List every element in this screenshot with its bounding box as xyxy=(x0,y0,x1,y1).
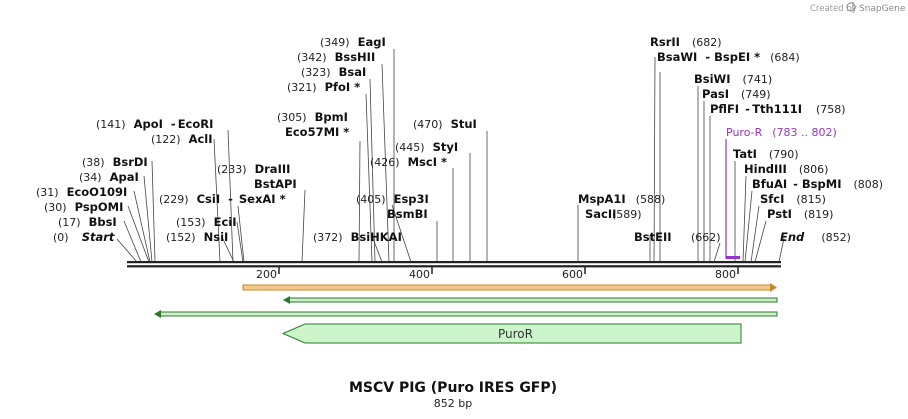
feature-orange-arrow xyxy=(242,283,777,292)
site-ecoo109i: (31)EcoO109I xyxy=(36,185,127,199)
puror-label: PuroR xyxy=(498,327,533,341)
leader-apai xyxy=(143,175,153,263)
leader-662 xyxy=(713,242,721,263)
site-bsmbi: BsmBI xyxy=(387,207,428,221)
start-label: (0) Start xyxy=(53,226,115,245)
site-bsai: (323)BsaI xyxy=(301,65,366,79)
leader-ecii xyxy=(236,221,244,263)
leader-sfci xyxy=(750,205,760,263)
site-sfci: SfcI(815) xyxy=(760,192,826,206)
site-styi: (445)StyI xyxy=(395,140,458,154)
site-bsawi-bspei: BsaWI-BspEI *(684) xyxy=(657,50,800,64)
site-bpmi: (305)BpmI xyxy=(277,110,348,124)
site-bsshii: (342)BssHII xyxy=(297,50,375,64)
site-bsrdi: (38)BsrDI xyxy=(82,155,148,169)
site-eagi: (349)EagI xyxy=(320,35,386,49)
site-bstapi: BstAPI xyxy=(254,177,297,191)
site-eco57mi: Eco57MI * xyxy=(285,125,349,139)
leader-bsshii xyxy=(381,63,390,263)
tick-label-600: 600 xyxy=(562,268,583,281)
primer-puro-r xyxy=(725,139,740,259)
site-sacii-pos: (589) xyxy=(612,208,642,221)
feature-green-arrow-2 xyxy=(154,310,778,318)
site-bfuai-bspmi: BfuAI-BspMI(808) xyxy=(752,177,883,191)
site-csii-sexai: (229)CsiI-SexAI * xyxy=(159,192,286,206)
leader-end xyxy=(778,237,785,263)
dna-backbone xyxy=(127,261,781,274)
leader-nsii xyxy=(221,236,235,263)
site-bsteii: BstEII xyxy=(634,230,672,244)
site-pasi: PasI(749) xyxy=(702,87,771,101)
site-tati: TatI(790) xyxy=(733,147,799,161)
site-bbsi: (17)BbsI xyxy=(58,215,117,229)
leader-eco109 xyxy=(133,190,151,263)
leader-hindiii xyxy=(742,175,747,263)
credit-prefix: Created by xyxy=(810,4,857,14)
leader-bsihkai xyxy=(371,235,383,263)
site-662: (662) xyxy=(691,231,721,244)
map-length: 852 bp xyxy=(434,397,472,410)
leader-esp3i xyxy=(391,204,412,263)
site-sacii: SacII xyxy=(585,207,616,221)
site-rsrii: RsrII(682) xyxy=(650,35,722,49)
leader-psp xyxy=(127,205,150,263)
site-ecii: (153)EciI xyxy=(176,215,237,229)
snapgene-logo-icon xyxy=(846,2,856,12)
end-label: End (852) xyxy=(780,226,851,245)
site-msci: (426)MscI * xyxy=(370,155,447,169)
leader-acli xyxy=(213,138,221,263)
leader-start xyxy=(116,238,138,263)
site-bsihkai: (372)BsiHKAI xyxy=(313,230,402,244)
leader-rsrii xyxy=(653,56,656,263)
leader-psti xyxy=(754,220,767,263)
leader-apoi xyxy=(227,129,234,263)
tick-label-200: 200 xyxy=(256,268,277,281)
site-draiii: (233)DraIII xyxy=(217,162,290,176)
feature-green-arrow-1 xyxy=(283,296,778,304)
leader-drai xyxy=(301,189,306,263)
map-title: MSCV PIG (Puro IRES GFP) xyxy=(349,380,557,396)
site-apai: (34)ApaI xyxy=(79,170,139,184)
leader-bfuai xyxy=(744,190,753,263)
leader-bsai xyxy=(369,78,376,263)
primer-puro-r-label: Puro-R(783 .. 802) xyxy=(726,126,837,139)
site-pfoi: (321)PfoI * xyxy=(287,80,360,94)
site-hindiii: HindIII(806) xyxy=(744,162,828,176)
site-stui: (470)StuI xyxy=(413,117,477,131)
site-mspa1i: MspA1I(588) xyxy=(578,192,665,206)
feature-puror: PuroR xyxy=(281,323,742,344)
site-bsiwi: BsiWI(741) xyxy=(694,72,772,86)
site-esp3i: (405)Esp3I xyxy=(356,192,429,206)
site-psti: PstI(819) xyxy=(767,207,833,221)
leader-bbsi xyxy=(123,220,142,263)
leader-bsrdi xyxy=(151,160,156,263)
site-pspomi: (30)PspOMI xyxy=(44,200,123,214)
site-leader-lines xyxy=(116,49,785,263)
site-apoi-ecori: (141)ApoI-EcoRI xyxy=(96,117,213,131)
leader-bpmi xyxy=(358,140,361,263)
tick-label-800: 800 xyxy=(715,268,736,281)
site-acli: (122)AclI xyxy=(151,132,213,146)
leader-pfoi xyxy=(365,93,373,263)
site-nsii: (152)NsiI xyxy=(166,230,228,244)
leader-csii xyxy=(237,205,245,263)
tick-label-400: 400 xyxy=(409,268,430,281)
site-pflfi-tth111i: PflFI-Tth111I(758) xyxy=(710,102,846,116)
credit-brand: SnapGene xyxy=(859,4,906,14)
